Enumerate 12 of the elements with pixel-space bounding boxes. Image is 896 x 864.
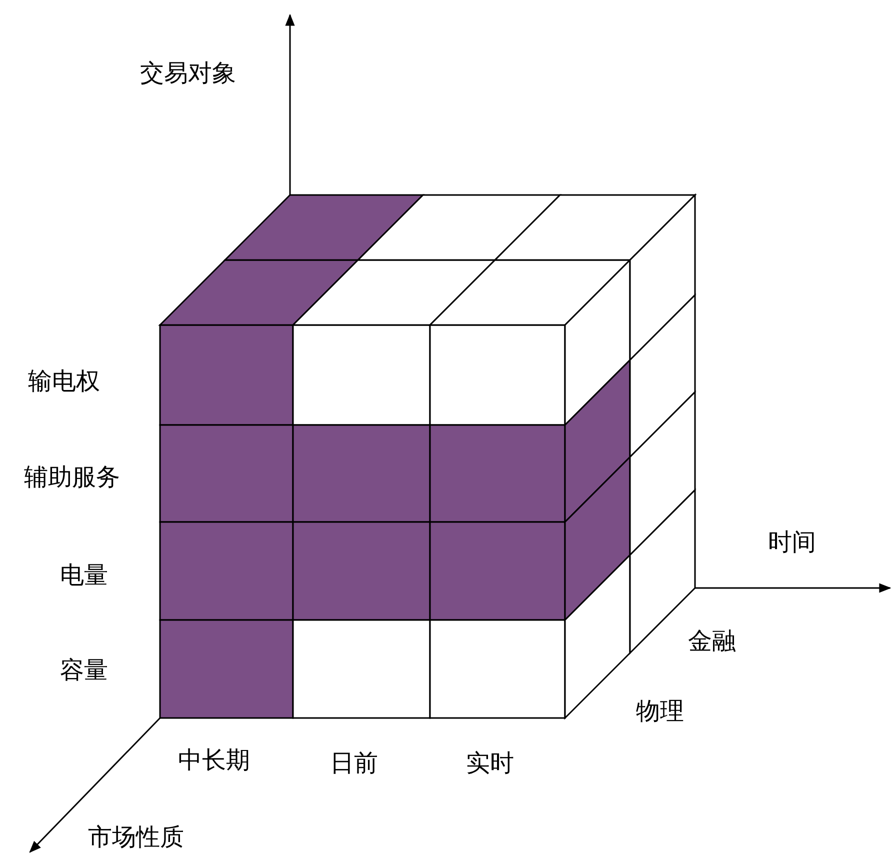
row-label: 辅助服务 [24,462,120,492]
axis-title: 交易对象 [140,58,236,88]
column-label: 中长期 [178,745,250,775]
row-label: 输电权 [28,366,100,396]
axis-title: 市场性质 [88,822,184,852]
depth-label: 物理 [636,696,684,726]
row-label: 容量 [60,655,108,685]
column-label: 日前 [330,748,378,778]
column-label: 实时 [466,748,514,778]
depth-label: 金融 [688,626,736,656]
row-label: 电量 [60,560,108,590]
axis-title: 时间 [768,527,816,557]
